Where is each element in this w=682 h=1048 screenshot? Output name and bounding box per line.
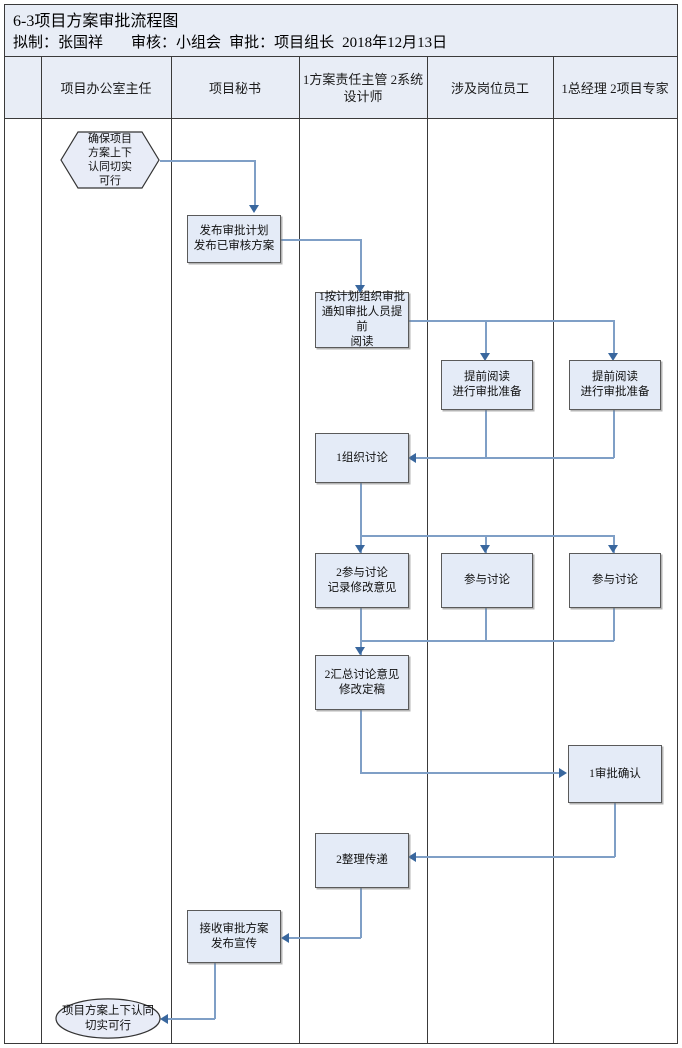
connector-start-to-publish-h bbox=[160, 160, 255, 162]
arrowhead-organize-discussion bbox=[408, 453, 416, 463]
node-summarize-label: 2汇总讨论意见 修改定稿 bbox=[324, 668, 400, 696]
connector-owner-to-summarize-v bbox=[360, 608, 362, 640]
lane-header-general-manager: 1总经理 2项目专家 bbox=[561, 80, 669, 96]
connector-preread-staff-down bbox=[485, 410, 487, 458]
lane-divider-3 bbox=[299, 57, 300, 1044]
reviewed-by: 小组会 bbox=[176, 35, 222, 51]
ellipse-shape bbox=[55, 998, 161, 1039]
node-join-discussion-manager: 参与讨论 bbox=[569, 553, 661, 608]
node-end: 项目方案上下认同 切实可行 bbox=[55, 998, 161, 1039]
arrowhead-join-discussion-mgr bbox=[608, 545, 618, 553]
arrowhead-join-discussion-owner bbox=[355, 545, 365, 553]
arrowhead-organize-approval bbox=[355, 285, 365, 293]
lane-header-row: 项目办公室主任 项目秘书 1方案责任主管 2系统设计师 涉及岗位员工 1总经理 … bbox=[5, 57, 677, 119]
arrowhead-preread-mgr bbox=[608, 353, 618, 361]
connector-approve-to-deliver-h bbox=[415, 856, 615, 858]
node-join-discussion-staff: 参与讨论 bbox=[441, 553, 533, 608]
node-start: 确保项目 方案上下 认同切实 可行 bbox=[60, 131, 160, 189]
lane-header-project-secretary: 项目秘书 bbox=[208, 80, 261, 96]
connector-summarize-merge-h bbox=[360, 640, 614, 642]
node-organize-discussion: 1组织讨论 bbox=[315, 433, 409, 483]
approved-label: 审批： bbox=[229, 35, 275, 51]
node-join-discussion-manager-label: 参与讨论 bbox=[592, 574, 638, 586]
connector-mgr-to-summarize-v bbox=[613, 608, 615, 641]
node-organize-approval: 1按计划组织审批 通知审批人员提前 阅读 bbox=[315, 291, 409, 348]
title-band: 6-3项目方案审批流程图 拟制：张国祥 审核：小组会审批：项目组长 2018年12月… bbox=[5, 5, 677, 57]
node-summarize: 2汇总讨论意见 修改定稿 bbox=[315, 655, 409, 710]
node-join-discussion-staff-label: 参与讨论 bbox=[464, 574, 510, 586]
node-approve-confirm: 1审批确认 bbox=[568, 745, 662, 803]
prepared-label: 拟制： bbox=[13, 35, 59, 51]
node-publish-plan: 发布审批计划 发布已审核方案 bbox=[187, 215, 281, 263]
arrowhead-receive-publish bbox=[281, 933, 289, 943]
node-publish-plan-label: 发布审批计划 发布已审核方案 bbox=[193, 225, 275, 252]
connector-preread-mgr-down bbox=[613, 410, 615, 458]
lane-header-plan-owner: 1方案责任主管 2系统设计师 bbox=[302, 72, 424, 104]
connector-preread-staff-v bbox=[485, 320, 487, 357]
prepared-by: 张国祥 bbox=[58, 35, 104, 51]
connector-start-to-publish-v bbox=[254, 160, 256, 207]
lane-divider-2 bbox=[171, 57, 172, 1044]
node-receive-publish: 接收审批方案 发布宣传 bbox=[187, 910, 281, 963]
connector-discussion-owner-v bbox=[360, 483, 362, 553]
lane-header-office-director: 项目办公室主任 bbox=[60, 80, 152, 96]
node-start-label: 确保项目 方案上下 认同切实 可行 bbox=[88, 133, 132, 187]
page-title: 6-3项目方案审批流程图 bbox=[13, 13, 179, 30]
connector-discussion-mgr-v bbox=[613, 535, 615, 553]
node-pre-read-staff: 提前阅读 进行审批准备 bbox=[441, 360, 533, 410]
connector-preread-merge-h bbox=[415, 457, 614, 459]
connector-approve-to-deliver-v bbox=[614, 803, 616, 857]
lane-divider-5 bbox=[553, 57, 554, 1044]
lane-header-involved-staff: 涉及岗位员工 bbox=[450, 80, 529, 96]
document-meta: 拟制：张国祥 审核：小组会审批：项目组长 2018年12月13日 bbox=[13, 31, 447, 52]
lane-header-spacer bbox=[5, 57, 41, 119]
connector-discussion-fanout-h bbox=[360, 535, 614, 537]
node-pre-read-manager: 提前阅读 进行审批准备 bbox=[569, 360, 661, 410]
document-date: 2018年12月13日 bbox=[342, 35, 448, 51]
reviewed-label: 审核： bbox=[131, 35, 177, 51]
connector-deliver-to-receive-v bbox=[360, 888, 362, 938]
node-join-discussion-owner-label: 2参与讨论 记录修改意见 bbox=[327, 566, 397, 594]
node-join-discussion-owner: 2参与讨论 记录修改意见 bbox=[315, 553, 409, 608]
connector-publish-to-organize-v bbox=[360, 239, 362, 287]
node-receive-publish-label: 接收审批方案 发布宣传 bbox=[199, 922, 269, 950]
node-organize-approval-label: 1按计划组织审批 通知审批人员提前 阅读 bbox=[318, 291, 406, 348]
connector-summarize-to-approve-v bbox=[360, 710, 362, 773]
hexagon-shape bbox=[60, 131, 160, 189]
connector-organize-to-preread-h bbox=[407, 320, 615, 322]
node-organize-deliver: 2整理传递 bbox=[315, 833, 409, 888]
connector-staff-to-summarize-v bbox=[485, 608, 487, 641]
arrowhead-preread-staff bbox=[480, 353, 490, 361]
node-organize-discussion-label: 1组织讨论 bbox=[336, 451, 388, 464]
connector-deliver-to-receive-h bbox=[288, 937, 361, 939]
connector-receive-to-end-h bbox=[167, 1018, 215, 1020]
arrowhead-organize-deliver bbox=[408, 852, 416, 862]
node-organize-deliver-label: 2整理传递 bbox=[336, 854, 388, 866]
arrowhead-end bbox=[160, 1014, 168, 1024]
node-pre-read-staff-label: 提前阅读 进行审批准备 bbox=[452, 371, 522, 398]
connector-preread-mgr-v bbox=[613, 320, 615, 357]
node-pre-read-manager-label: 提前阅读 进行审批准备 bbox=[580, 371, 650, 398]
arrowhead-join-discussion-staff bbox=[480, 545, 490, 553]
node-approve-confirm-label: 1审批确认 bbox=[589, 767, 641, 780]
lane-divider-1 bbox=[41, 57, 42, 1044]
arrowhead-approve-confirm bbox=[559, 768, 567, 778]
connector-discussion-staff-v bbox=[485, 535, 487, 553]
node-end-label: 项目方案上下认同 切实可行 bbox=[62, 1004, 154, 1032]
arrowhead-publish-plan bbox=[249, 205, 259, 213]
connector-publish-to-organize-h bbox=[281, 239, 361, 241]
lane-divider-4 bbox=[427, 57, 428, 1044]
connector-summarize-to-approve-h bbox=[360, 772, 560, 774]
diagram-frame bbox=[4, 4, 678, 1044]
arrowhead-summarize bbox=[355, 647, 365, 655]
approved-by: 项目组长 bbox=[274, 35, 335, 51]
connector-receive-to-end-v bbox=[214, 963, 216, 1019]
